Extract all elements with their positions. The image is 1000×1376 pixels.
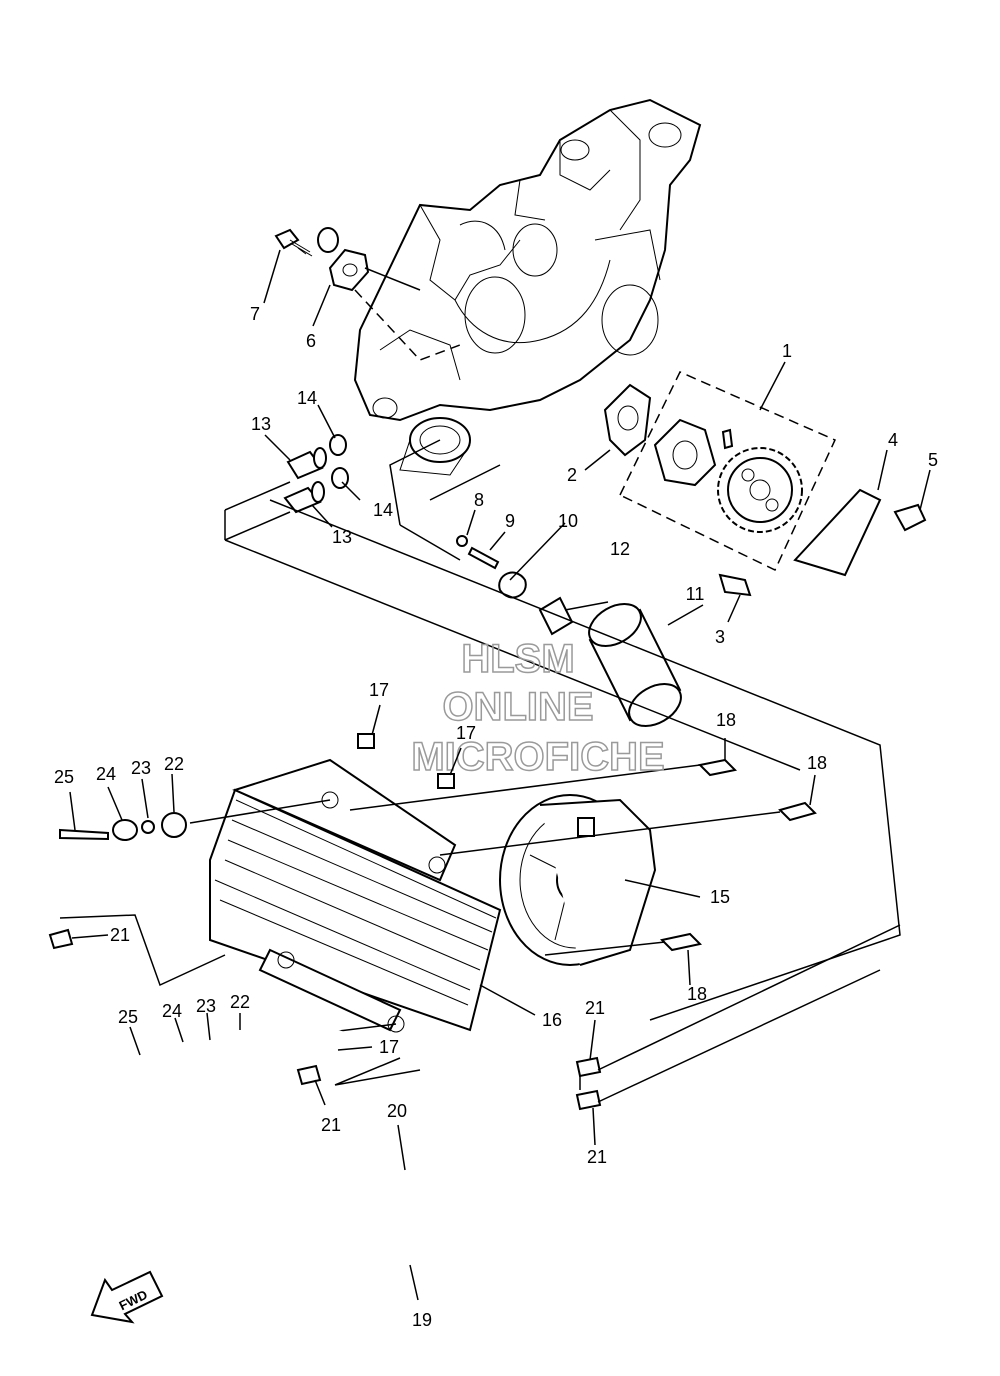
callout-14-lower: 14 [373, 500, 393, 520]
callout-24-a: 24 [96, 764, 116, 784]
callout-12: 12 [610, 539, 630, 559]
callout-8: 8 [474, 490, 484, 510]
callout-25-a: 25 [54, 767, 74, 787]
o-ring-14-upper [329, 434, 347, 456]
fitting-13-upper [286, 447, 327, 480]
hose-clamp-21-c [575, 1056, 602, 1078]
crankcase [353, 98, 702, 422]
callout-22-b: 22 [230, 992, 250, 1012]
callout-3: 3 [715, 627, 725, 647]
fan-assembly-15 [499, 794, 657, 966]
grommet-22-a [161, 812, 187, 838]
callout-25-b: 25 [118, 1007, 138, 1027]
callout-2: 2 [567, 465, 577, 485]
callout-20: 20 [387, 1101, 407, 1121]
callout-15: 15 [710, 887, 730, 907]
bolt-3 [718, 573, 752, 597]
washer-24-a [112, 819, 138, 841]
callout-18-a: 18 [716, 710, 736, 730]
callout-9: 9 [505, 511, 515, 531]
callout-1: 1 [782, 341, 792, 361]
callout-11: 11 [686, 584, 705, 604]
oil-filter-11 [588, 603, 682, 727]
bolt-18-a [697, 758, 738, 777]
ball-8 [456, 535, 468, 547]
callout-21-a: 21 [110, 925, 130, 945]
watermark-line-2: ONLINE [442, 685, 593, 729]
nut-17-b [437, 773, 455, 789]
callout-17-a: 17 [369, 680, 389, 700]
oil-pump-body [653, 418, 717, 487]
crankcase-outlet [399, 417, 471, 476]
callout-13-upper: 13 [251, 414, 271, 434]
callout-4: 4 [888, 430, 898, 450]
callout-22-a: 22 [164, 754, 184, 774]
plug-6 [317, 227, 421, 292]
cover-4 [793, 488, 882, 577]
oil-cooler-16 [209, 758, 502, 1033]
collar-23-a [141, 820, 155, 834]
callout-24-b: 24 [162, 1001, 182, 1021]
callout-17-b: 17 [456, 723, 476, 743]
callout-10: 10 [558, 511, 578, 531]
spring-9 [467, 546, 500, 570]
pump-cover-2 [603, 383, 652, 457]
fwd-arrow-icon: FWD [90, 1270, 164, 1324]
watermark: HLSM ONLINE MICROFICHE [411, 636, 666, 780]
bolt-18-c [659, 932, 703, 952]
watermark-line-3: MICROFICHE [411, 735, 664, 779]
bolt-18-b [778, 801, 817, 822]
bolt-25-a [59, 828, 109, 841]
callout-7: 7 [250, 304, 260, 324]
callout-21-c: 21 [585, 998, 605, 1018]
oil-pump-gear [717, 447, 803, 533]
union-bolt-12 [538, 596, 574, 636]
callout-17-c: 17 [379, 1037, 399, 1057]
bolt-5 [893, 503, 927, 532]
callout-6: 6 [306, 331, 316, 351]
oil-pump-assembly-box [618, 371, 837, 572]
hose-clamp-21-a [48, 928, 74, 950]
hose-clamp-21-b [296, 1064, 322, 1086]
bolt-7 [274, 228, 313, 257]
callout-18-c: 18 [687, 984, 707, 1004]
nut-17-a [357, 733, 375, 749]
callout-14-upper: 14 [297, 388, 317, 408]
callout-13-lower: 13 [332, 527, 352, 547]
watermark-line-1: HLSM [461, 637, 574, 681]
callout-labels: 1 2 3 4 5 6 7 8 9 10 11 12 13 13 14 14 1… [54, 304, 938, 1330]
callout-21-b: 21 [321, 1115, 341, 1135]
callout-21-d: 21 [587, 1147, 607, 1167]
callout-23-a: 23 [131, 758, 151, 778]
callout-16: 16 [542, 1010, 562, 1030]
callout-23-b: 23 [196, 996, 216, 1016]
callout-leaders [69, 249, 931, 1301]
dowel-pin [721, 428, 734, 450]
callout-18-b: 18 [807, 753, 827, 773]
fitting-13-lower [283, 481, 325, 514]
routing-outline-2 [389, 439, 501, 561]
routing-outline [224, 481, 901, 1021]
hose-clamp-21-d [575, 1089, 602, 1111]
callout-5: 5 [928, 450, 938, 470]
callout-19: 19 [412, 1310, 432, 1330]
